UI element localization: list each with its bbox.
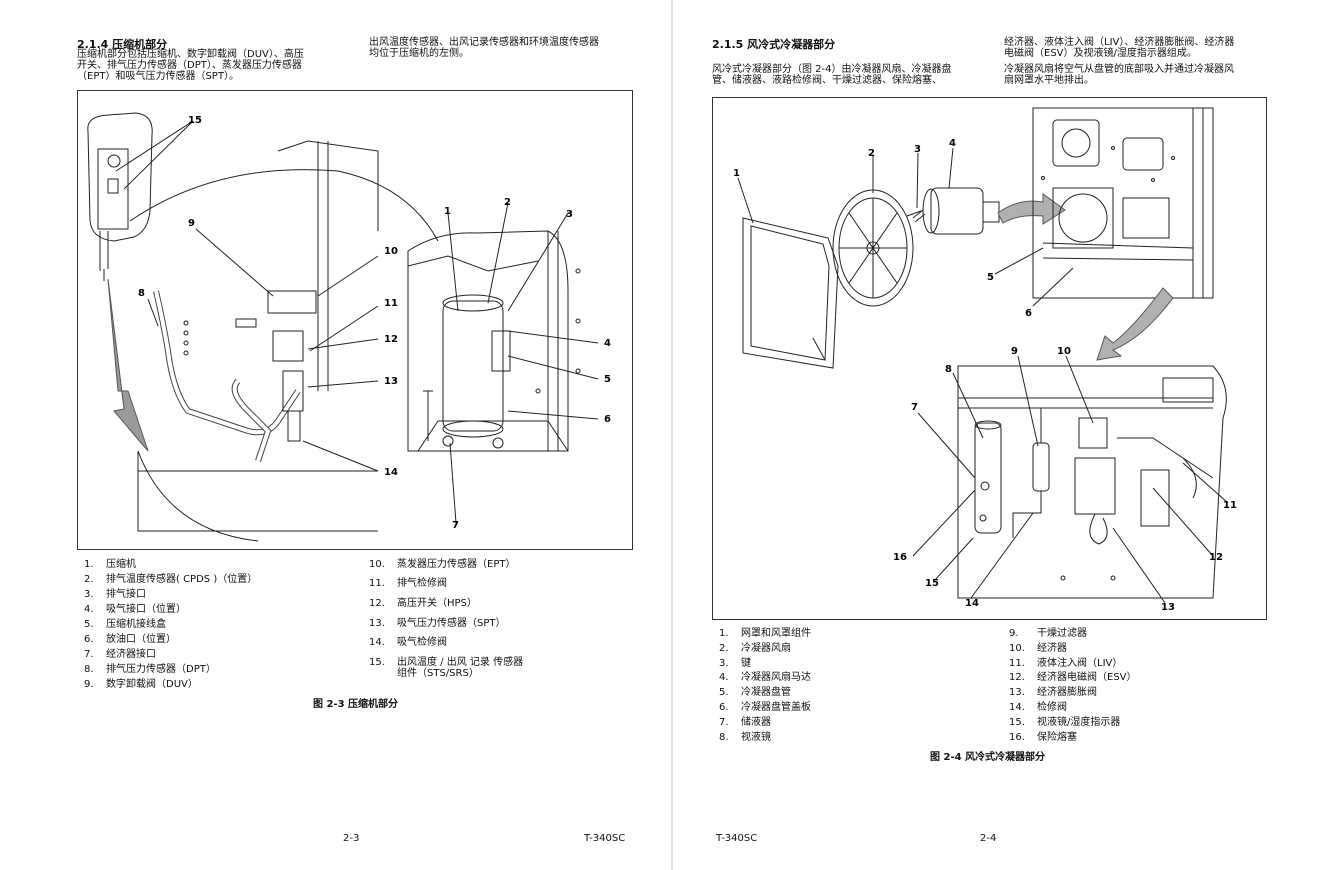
intro-col1: 压缩机部分包括压缩机、数字卸载阀（DUV）、高压 开关、排气压力传感器（DPT）… — [77, 49, 357, 82]
right-page: 2.1.5 风冷式冷凝器部分 风冷式冷凝器部分（图 2-4）由冷凝器风扇、冷凝器… — [673, 0, 1342, 870]
callout-7: 7 — [911, 402, 918, 413]
legend-item: 8.视液镜 — [719, 732, 771, 743]
callout-10: 10 — [1057, 346, 1071, 357]
callout-13: 13 — [384, 376, 398, 387]
legend-item: 5.冷凝器盘管 — [719, 687, 791, 698]
intro-col1: 风冷式冷凝器部分（图 2-4）由冷凝器风扇、冷凝器盘 管、储液器、液路检修阀、干… — [712, 64, 997, 86]
callout-2: 2 — [868, 148, 875, 159]
intro-line: 出风温度传感器、出风记录传感器和环境温度传感器 — [369, 37, 599, 48]
callout-8: 8 — [138, 288, 145, 299]
legend-item: 15.出风温度 / 出风 记录 传感器 — [369, 657, 524, 668]
callout-6: 6 — [1025, 308, 1032, 319]
legend-item: 2.排气温度传感器( CPDS )（位置） — [84, 574, 258, 585]
legend-item: 15.视液镜/湿度指示器 — [1009, 717, 1121, 728]
left-page: 2.1.4 压缩机部分 压缩机部分包括压缩机、数字卸载阀（DUV）、高压 开关、… — [77, 37, 639, 844]
callout-5: 5 — [604, 374, 611, 385]
intro-line: 扇网罩水平地排出。 — [1004, 75, 1094, 86]
callout-14: 14 — [965, 598, 979, 609]
legend-item: 14.检修阀 — [1009, 702, 1067, 713]
callout-12: 12 — [384, 334, 398, 345]
callout-15: 15 — [188, 115, 202, 126]
doc-id: T-340SC — [584, 833, 626, 844]
callout-1: 1 — [733, 168, 740, 179]
legend-item: 6.冷凝器盘管盖板 — [719, 702, 811, 713]
callout-15: 15 — [925, 578, 939, 589]
callout-4: 4 — [604, 338, 611, 349]
callout-16: 16 — [893, 552, 907, 563]
callout-2: 2 — [504, 197, 511, 208]
legend-item: 4.冷凝器风扇马达 — [719, 672, 811, 683]
legend-item: 16.保险熔塞 — [1009, 732, 1077, 743]
legend-item: 组件（STS/SRS） — [397, 668, 479, 679]
legend-item: 13.吸气压力传感器（SPT） — [369, 618, 506, 629]
intro-line: 电磁阀（ESV）及视液镜/湿度指示器组成。 — [1004, 48, 1197, 59]
legend-item: 9.干燥过滤器 — [1009, 628, 1087, 639]
doc-id: T-340SC — [716, 833, 758, 844]
callout-1: 1 — [444, 206, 451, 217]
legend-item: 3.排气接口 — [84, 589, 146, 600]
section-title-2-1-5: 2.1.5 风冷式冷凝器部分 — [712, 38, 836, 51]
callout-10: 10 — [384, 246, 398, 257]
legend-item: 10.经济器 — [1009, 643, 1067, 654]
intro-line: 均位于压缩机的左侧。 — [369, 48, 469, 59]
legend-item: 3.键 — [719, 658, 751, 669]
intro-line: 经济器、液体注入阀（LIV）、经济器膨胀阀、经济器 — [1004, 37, 1235, 48]
intro-line: （EPT）和吸气压力传感器（SPT）。 — [77, 71, 239, 82]
intro-col2: 出风温度传感器、出风记录传感器和环境温度传感器 均位于压缩机的左侧。 — [369, 37, 639, 59]
figure-2-3: 15 9 8 10 11 12 13 14 1 2 3 4 5 6 7 — [77, 90, 633, 550]
legend-item: 2.冷凝器风扇 — [719, 643, 791, 654]
callout-5: 5 — [987, 272, 994, 283]
legend-item: 1.压缩机 — [84, 559, 136, 570]
legend-item: 9.数字卸载阀（DUV） — [84, 679, 198, 690]
callout-11: 11 — [384, 298, 398, 309]
callout-12: 12 — [1209, 552, 1223, 563]
legend-item: 4.吸气接口（位置） — [84, 604, 186, 615]
legend-item: 12.高压开关（HPS） — [369, 598, 477, 609]
legend-item: 1.网罩和风罩组件 — [719, 628, 811, 639]
page-number: 2-3 — [343, 833, 360, 844]
condenser-illustration: 1 2 3 4 5 6 7 8 9 10 11 12 13 14 15 16 — [733, 107, 1237, 613]
figure-caption: 图 2-4 风冷式冷凝器部分 — [930, 752, 1046, 763]
callout-3: 3 — [914, 144, 921, 155]
page-gutter — [671, 0, 673, 870]
callout-8: 8 — [945, 364, 952, 375]
callout-4: 4 — [949, 138, 956, 149]
callout-14: 14 — [384, 467, 398, 478]
callout-11: 11 — [1223, 500, 1237, 511]
callout-6: 6 — [604, 414, 611, 425]
legend-item: 10.蒸发器压力传感器（EPT） — [369, 559, 516, 570]
compressor-illustration: 15 9 8 10 11 12 13 14 1 2 3 4 5 6 7 — [87, 112, 611, 542]
callout-3: 3 — [566, 209, 573, 220]
callout-13: 13 — [1161, 602, 1175, 613]
callout-9: 9 — [188, 218, 195, 229]
section-title-2-1-4: 2.1.4 压缩机部分 — [77, 38, 168, 51]
intro-line: 管、储液器、液路检修阀、干燥过滤器、保险熔塞、 — [712, 75, 942, 86]
legend-item: 12.经济器电磁阀（ESV） — [1009, 672, 1137, 683]
callout-9: 9 — [1011, 346, 1018, 357]
legend-item: 7.储液器 — [719, 717, 771, 728]
callout-7: 7 — [452, 520, 459, 531]
intro-col2: 经济器、液体注入阀（LIV）、经济器膨胀阀、经济器 电磁阀（ESV）及视液镜/湿… — [1004, 37, 1294, 86]
legend-item: 7.经济器接口 — [84, 649, 156, 660]
legend-item: 11.液体注入阀（LIV） — [1009, 658, 1123, 669]
intro-line: 压缩机部分包括压缩机、数字卸载阀（DUV）、高压 — [77, 49, 304, 60]
legend-item: 11.排气检修阀 — [369, 578, 447, 589]
legend-item: 14.吸气检修阀 — [369, 637, 447, 648]
legend-item: 6.放油口（位置） — [84, 634, 176, 645]
page-number: 2-4 — [980, 833, 997, 844]
intro-line: 开关、排气压力传感器（DPT）、蒸发器压力传感器 — [77, 60, 302, 71]
legend-item: 13.经济器膨胀阀 — [1009, 687, 1097, 698]
legend-item: 5.压缩机接线盒 — [84, 619, 166, 630]
legend-item: 8.排气压力传感器（DPT） — [84, 664, 216, 675]
figure-caption: 图 2-3 压缩机部分 — [313, 699, 399, 710]
figure-2-4: 1 2 3 4 5 6 7 8 9 10 11 12 13 14 15 16 — [712, 97, 1267, 620]
intro-line: 风冷式冷凝器部分（图 2-4）由冷凝器风扇、冷凝器盘 — [712, 64, 952, 75]
intro-line: 冷凝器风扇将空气从盘管的底部吸入并通过冷凝器风 — [1004, 64, 1234, 75]
